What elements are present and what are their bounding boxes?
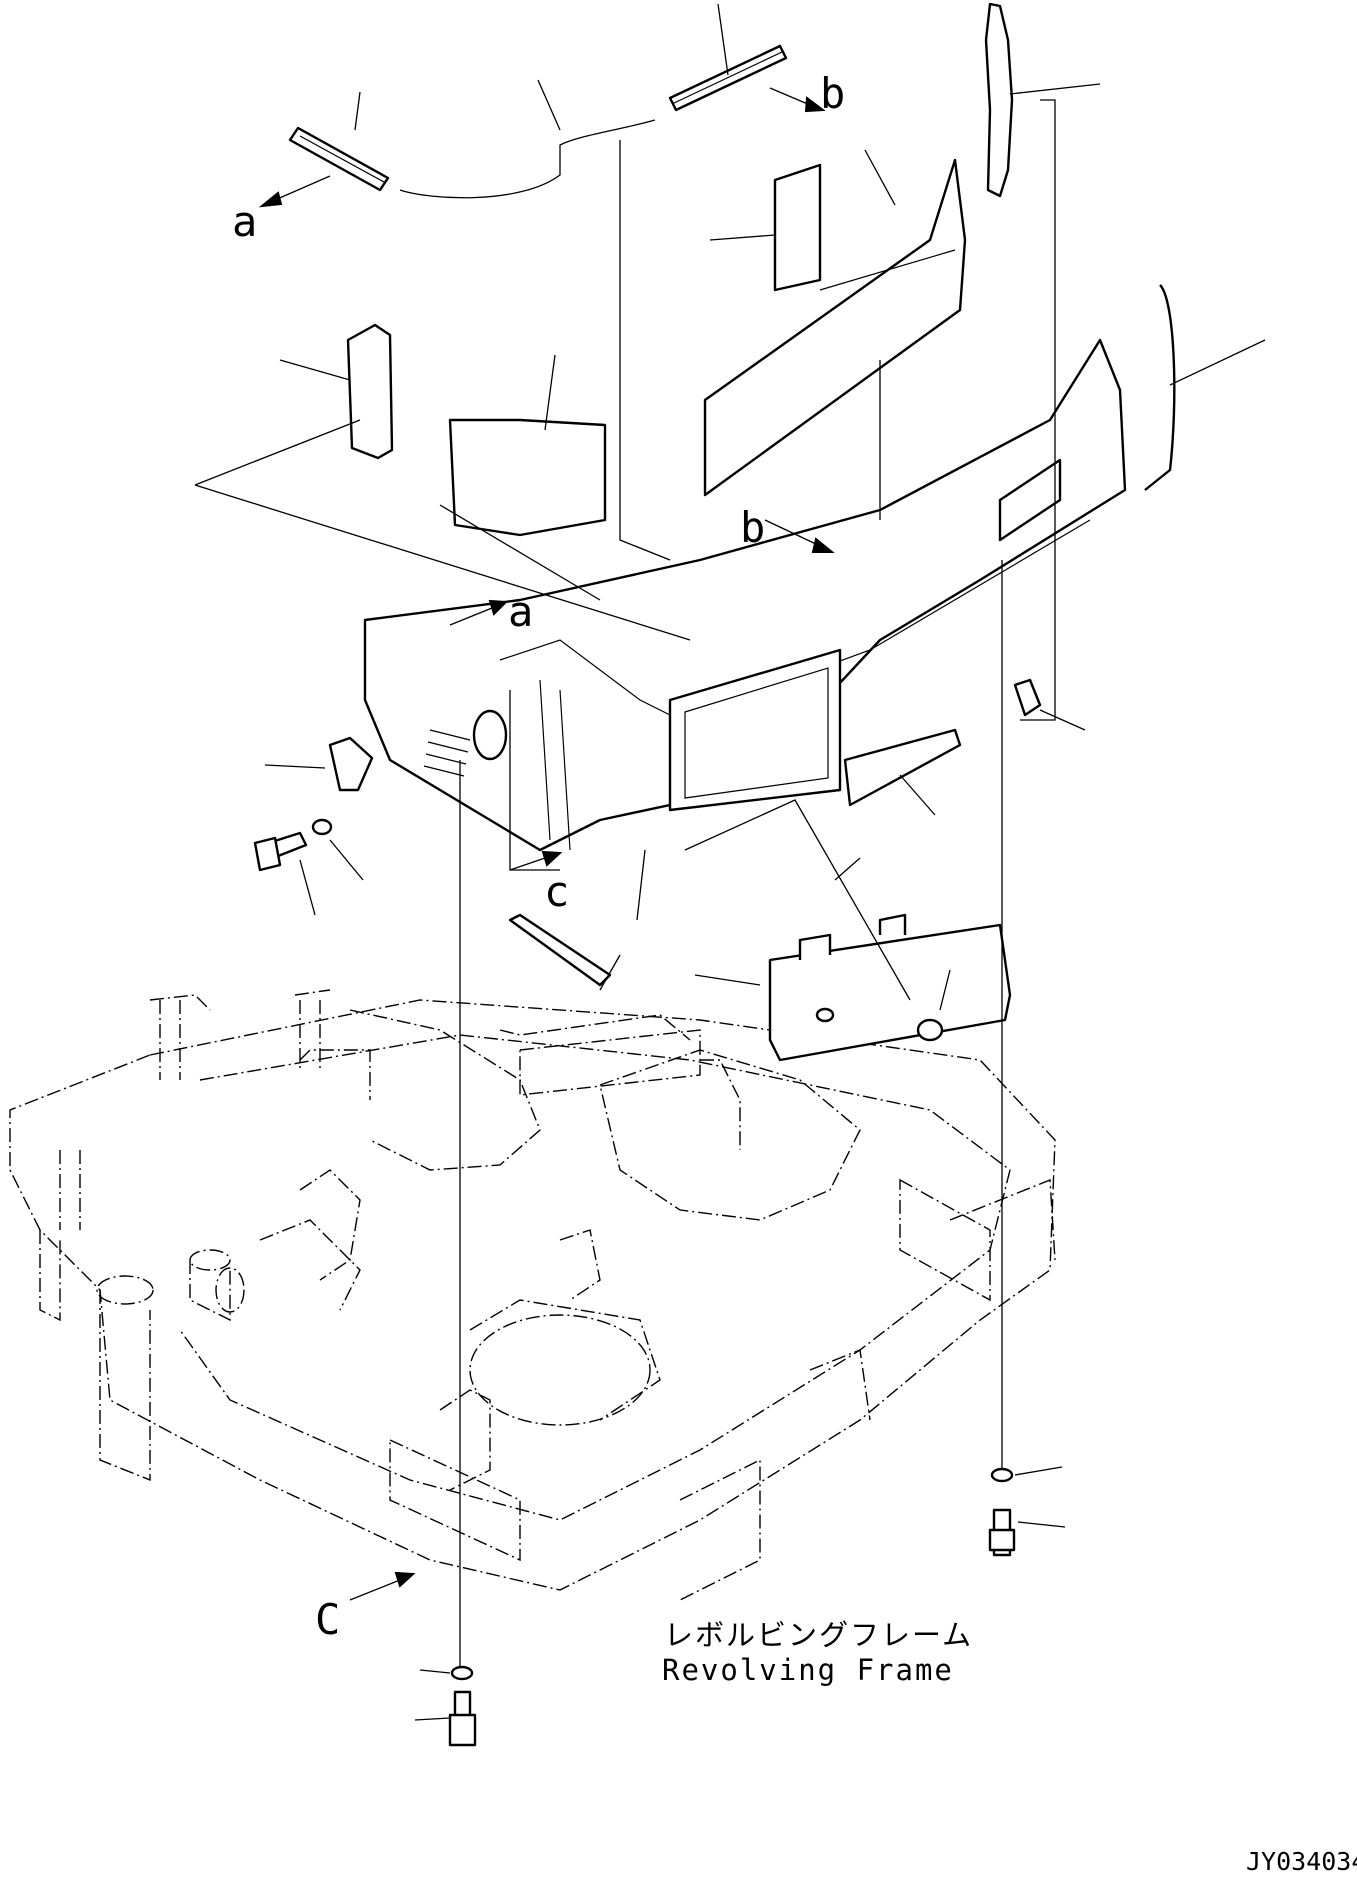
cover-bracket-left <box>346 323 394 460</box>
washer-right <box>990 1467 1014 1483</box>
edge-seal <box>1144 284 1176 491</box>
hardware <box>253 818 1016 1747</box>
license-plate-recess <box>668 648 842 812</box>
callout-b-upper: b <box>820 69 845 118</box>
cover-panels <box>328 158 1127 987</box>
step-left <box>843 728 962 807</box>
washer-bottom <box>450 1665 474 1681</box>
cover-plate <box>768 923 1012 1062</box>
seal-strip-left <box>288 126 390 192</box>
small-clip <box>1013 678 1042 717</box>
seal-lower <box>508 913 612 987</box>
upper-parts <box>288 2 1176 491</box>
callout-b-lower: b <box>740 503 765 552</box>
callout-a-upper: a <box>232 197 257 246</box>
callout-c-upper: c <box>544 867 569 916</box>
alignment-lines <box>194 99 1056 1668</box>
view-arrows <box>258 87 835 1601</box>
revolving-frame <box>9 989 1056 1601</box>
washer-left <box>311 818 333 836</box>
clip <box>328 736 374 792</box>
callout-a-lower: a <box>508 587 533 636</box>
counterweight-cap <box>703 158 967 497</box>
cover-panel-left <box>448 418 607 537</box>
lamp-housing <box>472 709 508 761</box>
wedge-block <box>773 163 822 292</box>
counterweight <box>363 338 1127 852</box>
leader-lines <box>264 3 1266 1721</box>
frame-label-english: Revolving Frame <box>662 1653 954 1687</box>
side-trim <box>984 2 1014 198</box>
frame-label-japanese: レボルビングフレーム <box>664 1618 973 1652</box>
grommet <box>916 1018 944 1042</box>
callout-c-lower: C <box>315 1595 340 1644</box>
drawing-number: JY034034 <box>1246 1847 1357 1876</box>
